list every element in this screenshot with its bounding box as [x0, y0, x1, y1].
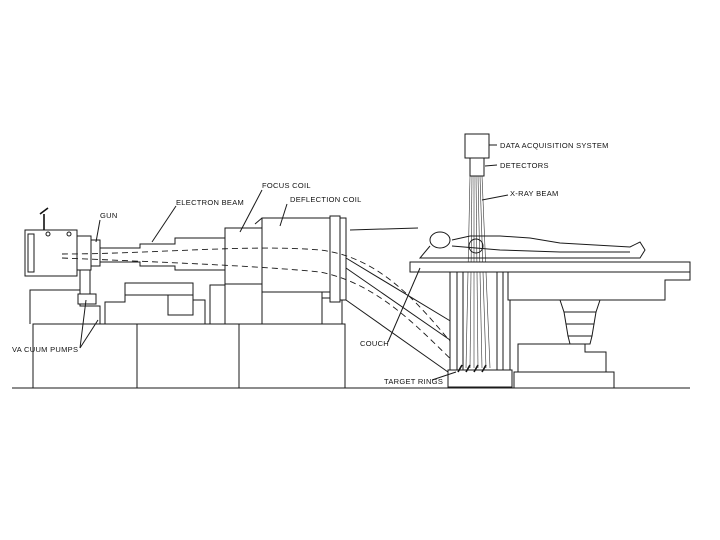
- gun-housing: [24, 207, 101, 277]
- label-vacuum-pumps: VA CUUM PUMPS: [12, 345, 78, 354]
- label-electron-beam: ELECTRON BEAM: [176, 198, 244, 207]
- leader-lines: [79, 144, 509, 381]
- target-rings-mark: [457, 364, 487, 373]
- label-gun: GUN: [100, 211, 118, 220]
- label-target-rings: TARGET RINGS: [384, 377, 443, 386]
- patient-couch: [409, 261, 691, 389]
- electron-beam-path: [61, 247, 469, 367]
- label-data-acquisition: DATA ACQUISITION SYSTEM: [500, 141, 609, 150]
- label-xray-beam: X-RAY BEAM: [510, 189, 559, 198]
- detector-array: [469, 157, 485, 177]
- label-couch: COUCH: [360, 339, 389, 348]
- focus-coil: [224, 227, 266, 285]
- deflection-coil: [254, 215, 347, 303]
- label-detectors: DETECTORS: [500, 161, 549, 170]
- data-acquisition-box: [464, 133, 490, 159]
- base-cabinet: [32, 323, 346, 389]
- beam-tube: [100, 237, 225, 271]
- patient-outline: [418, 231, 646, 259]
- label-deflection-coil: DEFLECTION COIL: [290, 195, 362, 204]
- vacuum-chamber-cone: [345, 227, 453, 373]
- label-focus-coil: FOCUS COIL: [262, 181, 311, 190]
- vacuum-pump-stubs: [77, 269, 97, 305]
